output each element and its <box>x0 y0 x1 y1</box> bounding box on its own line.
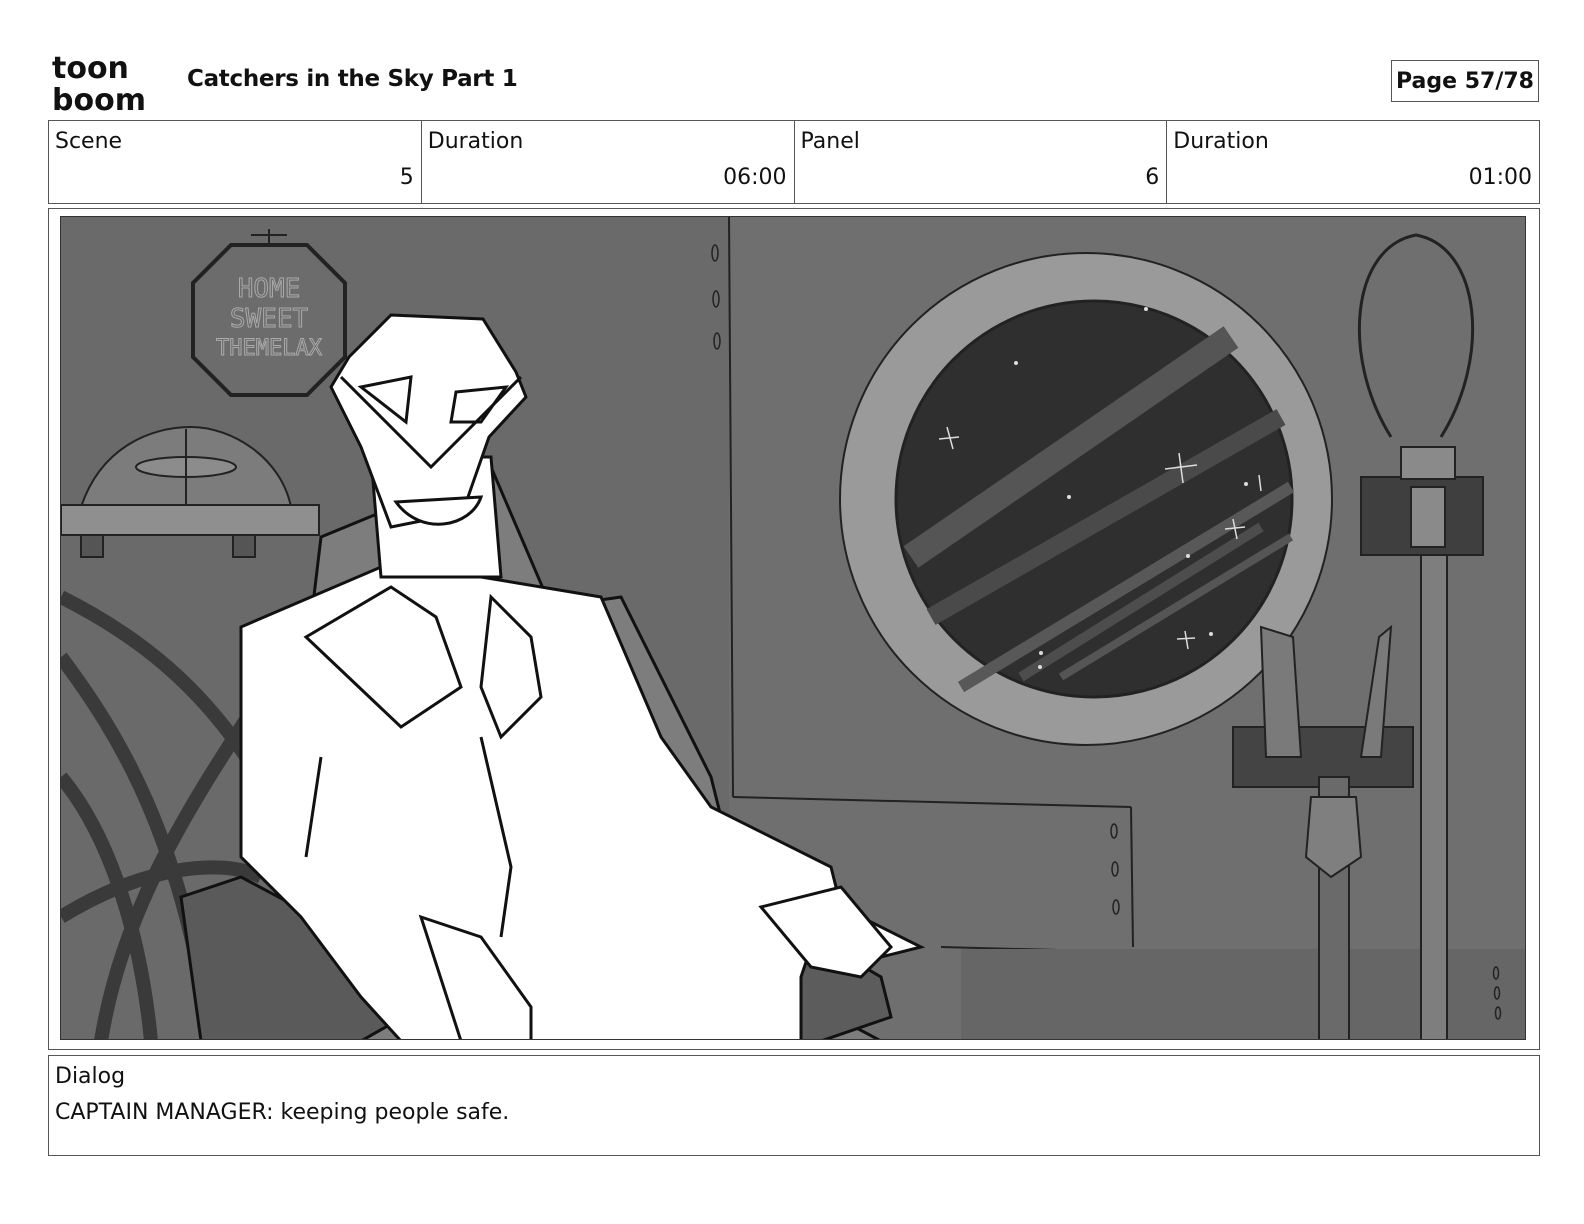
panel-cell: Panel 6 <box>795 121 1168 203</box>
panel-frame <box>48 208 1540 1050</box>
panel-duration-label: Duration <box>1173 129 1269 154</box>
storyboard-title: Catchers in the Sky Part 1 <box>187 66 518 92</box>
porthole-window <box>839 252 1333 746</box>
logo-line2: boom <box>52 83 146 114</box>
scene-duration-label: Duration <box>427 129 524 154</box>
logo-line1: toon <box>52 52 129 86</box>
dialog-label: Dialog <box>55 1064 126 1089</box>
scene-duration-value: 06:00 <box>723 165 787 190</box>
captain-manager-character <box>239 313 926 1039</box>
sign-line1: HOME <box>238 274 301 304</box>
sign-line2: SWEET <box>230 304 309 334</box>
scene-duration-cell: Duration 06:00 <box>422 121 795 203</box>
panel-duration-value: 01:00 <box>1468 165 1532 190</box>
right-machinery <box>1232 233 1484 1039</box>
dialog-text: CAPTAIN MANAGER: keeping people safe. <box>55 1100 510 1125</box>
panel-duration-cell: Duration 01:00 <box>1167 121 1539 203</box>
panel-info-table: Scene 5 Duration 06:00 Panel 6 Duration … <box>48 120 1540 204</box>
home-sweet-sign: HOME SWEET THEMELAX <box>191 229 347 397</box>
shelf-dome-model <box>61 425 320 558</box>
rivets <box>711 244 1502 1020</box>
page-indicator: Page 57/78 <box>1391 60 1539 102</box>
sign-line3: THEMELAX <box>216 336 323 361</box>
panel-artwork: HOME SWEET THEMELAX <box>60 216 1526 1040</box>
scene-label: Scene <box>55 129 123 154</box>
dialog-box: Dialog CAPTAIN MANAGER: keeping people s… <box>48 1055 1540 1156</box>
panel-value: 6 <box>1145 165 1160 190</box>
scene-value: 5 <box>399 165 414 190</box>
scene-cell: Scene 5 <box>49 121 422 203</box>
toon-boom-logo: toon boom <box>52 51 164 118</box>
panel-label: Panel <box>800 129 860 154</box>
